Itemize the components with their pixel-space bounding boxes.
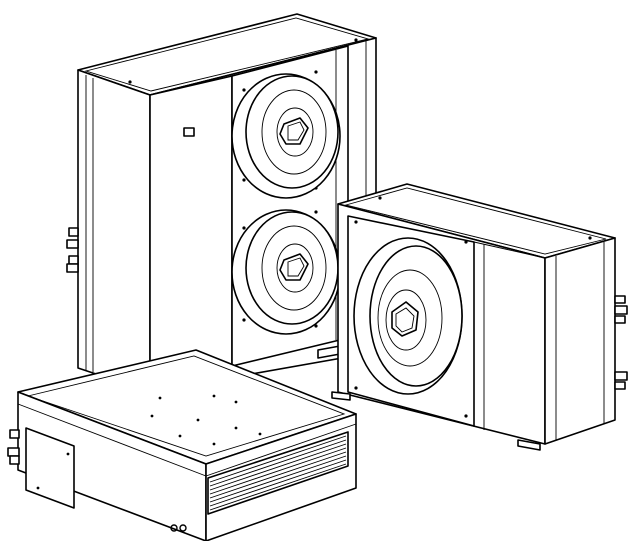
pipe-connectors-left <box>66 227 79 273</box>
pipe-connectors-indoor <box>7 429 20 465</box>
ducted-indoor-unit <box>7 349 357 542</box>
air-grille <box>207 431 349 515</box>
fan-single <box>353 237 463 395</box>
fan-upper <box>231 70 341 199</box>
fan-lower <box>231 209 341 335</box>
pipe-connectors-right <box>614 295 628 390</box>
large-outdoor-unit <box>66 13 377 393</box>
small-outdoor-unit <box>331 183 628 451</box>
